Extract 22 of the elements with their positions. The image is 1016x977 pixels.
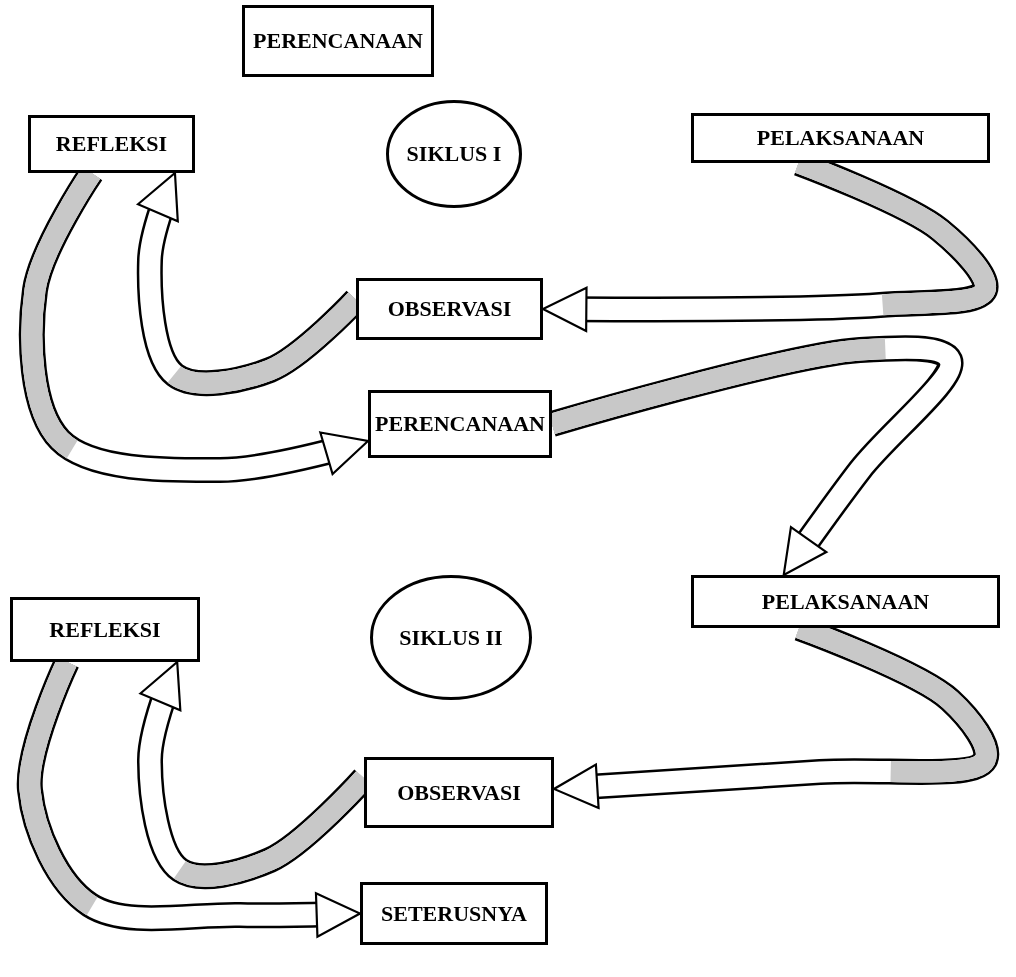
- stage-label: SIKLUS I: [406, 141, 502, 167]
- stage-label: SIKLUS II: [399, 624, 503, 651]
- stage-box: [10, 597, 200, 662]
- cycle-ellipse: [386, 100, 522, 208]
- stage-box: [364, 757, 554, 828]
- stage-box: [368, 390, 552, 458]
- stage-label: REFLEKSI: [55, 131, 168, 157]
- cycle-ellipse: [370, 575, 532, 700]
- stage-label: PERENCANAAN: [253, 28, 423, 54]
- stage-label: PERENCANAAN: [375, 411, 545, 437]
- stage-label: PELAKSANAAN: [756, 125, 925, 151]
- stage-box: [242, 5, 434, 77]
- stage-box: [360, 882, 548, 945]
- stage-label: OBSERVASI: [387, 296, 512, 322]
- stage-label: SETERUSNYA: [381, 900, 527, 927]
- stage-label: OBSERVASI: [397, 779, 521, 806]
- stage-box: [691, 113, 990, 163]
- stage-label: PELAKSANAAN: [761, 588, 930, 615]
- stage-label: REFLEKSI: [49, 616, 161, 643]
- stage-box: [356, 278, 543, 340]
- stage-box: [691, 575, 1000, 628]
- stage-box: [28, 115, 195, 173]
